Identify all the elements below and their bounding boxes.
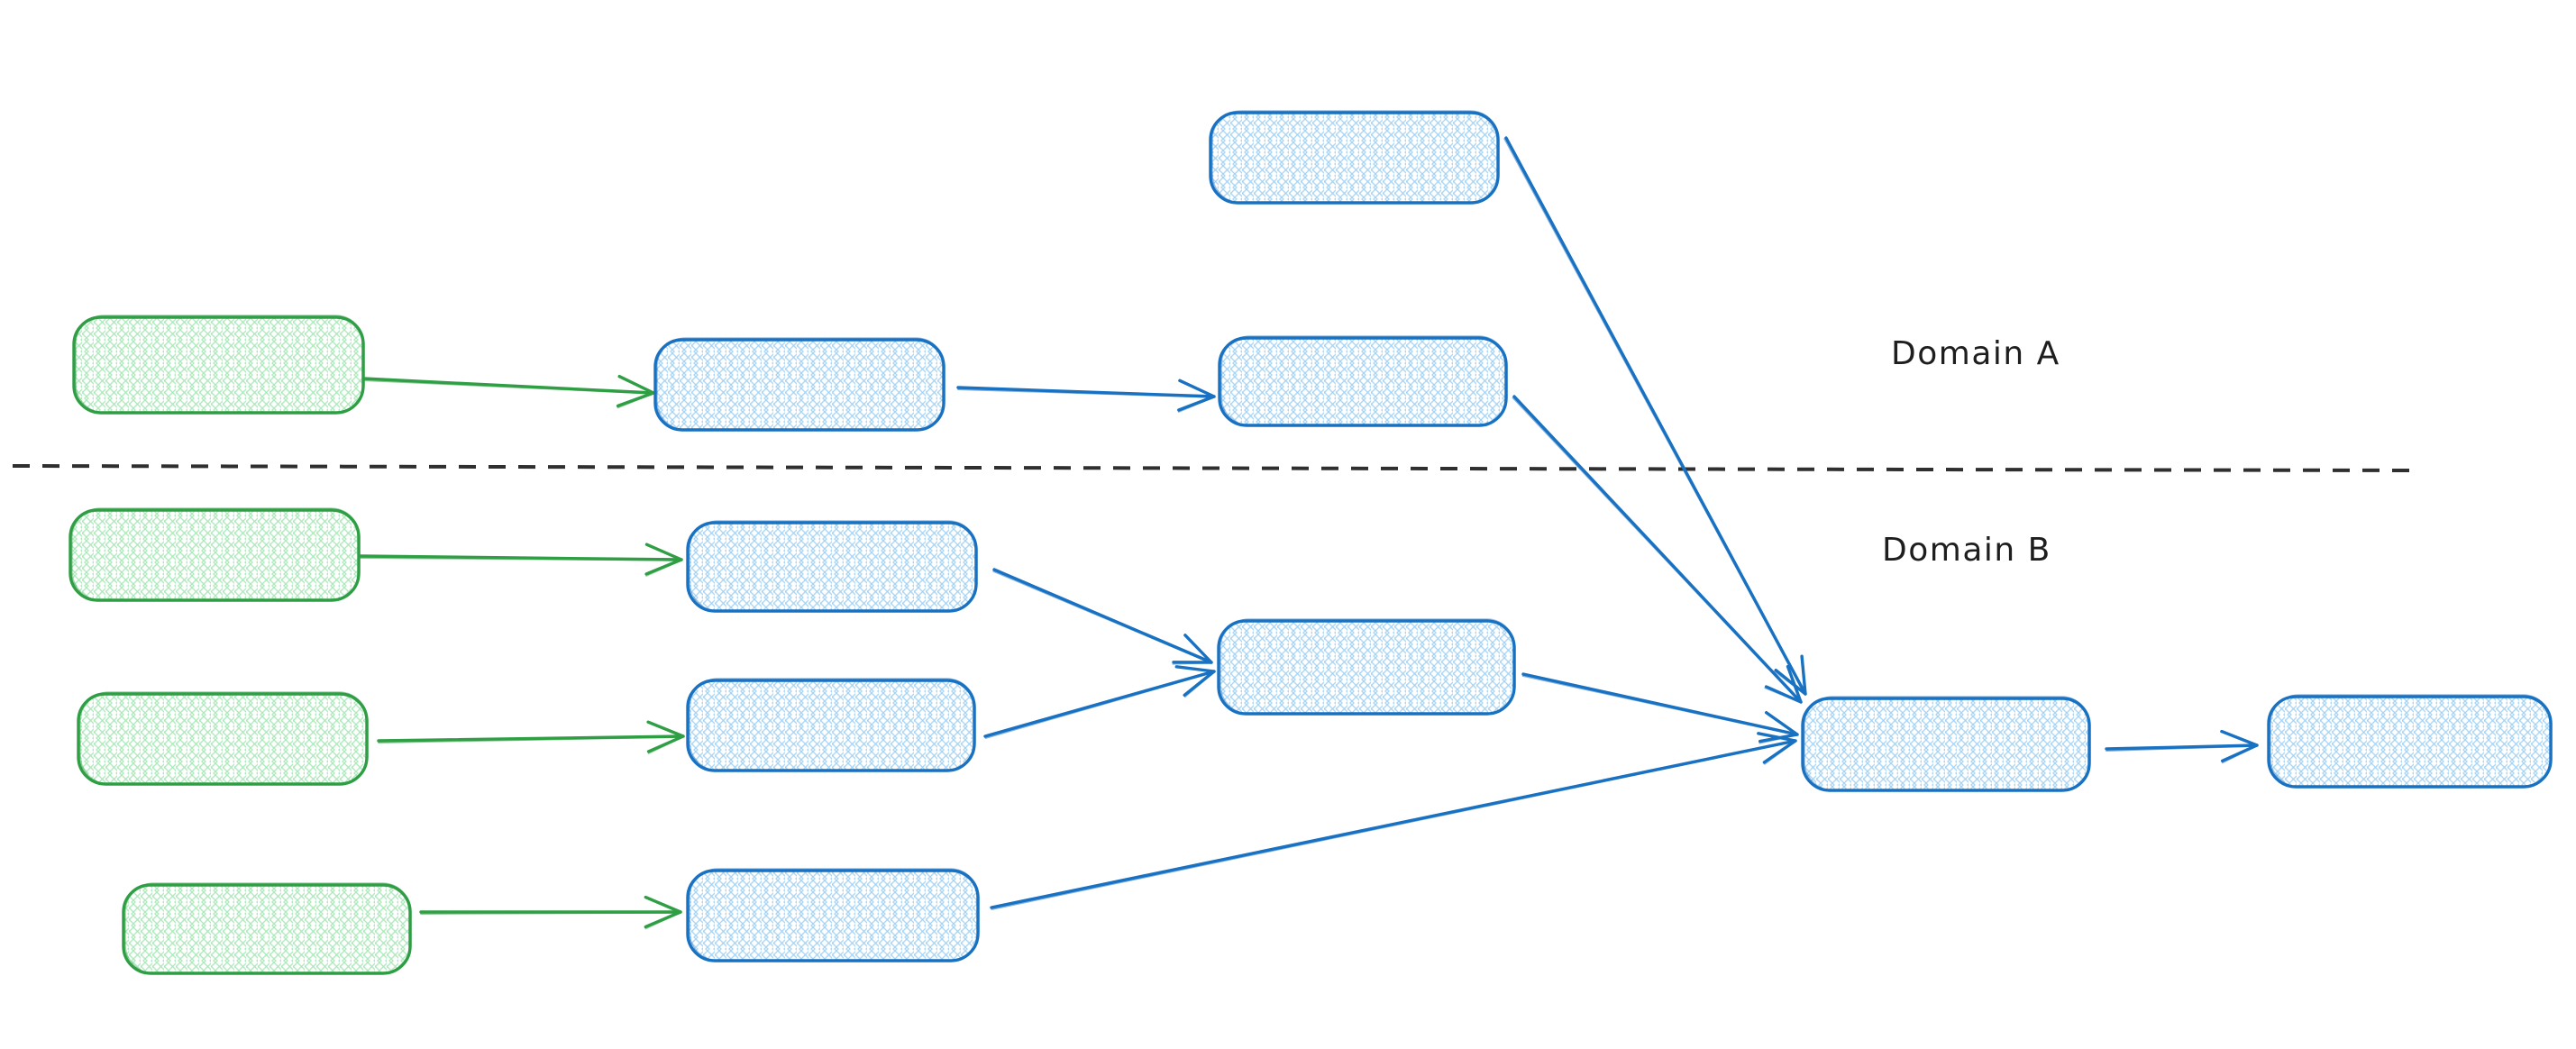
node-shape — [69, 508, 361, 602]
domain-divider-dashed-line — [12, 464, 2414, 472]
node-shape — [77, 692, 369, 786]
node-shape — [1209, 111, 1500, 205]
arrowhead-sketch — [1773, 670, 1806, 696]
edge-domain-b-step-3--aggregator — [990, 732, 1797, 910]
arrow-shaft — [2105, 743, 2259, 751]
node-domain-b-step-1 — [686, 520, 978, 613]
node-domain-b-source-1 — [69, 507, 361, 602]
edge-domain-b-source-3--domain-b-step-3 — [419, 895, 682, 930]
arrowhead-sketch — [1172, 661, 1212, 665]
node-shape — [1801, 697, 2091, 792]
arrowhead-sketch — [617, 392, 654, 409]
arrow-shaft — [956, 386, 1216, 398]
node-shape — [1218, 336, 1508, 427]
arrow-shaft-sketch — [360, 557, 682, 561]
node-shape-sketch — [689, 520, 978, 612]
arrowhead-sketch — [644, 911, 681, 930]
edge-domain-b-merge--aggregator — [1521, 672, 1799, 744]
node-shape — [2267, 695, 2553, 789]
node-domain-a-step-1 — [653, 337, 945, 432]
node-shape-sketch — [1804, 696, 2091, 791]
arrow-shaft — [983, 670, 1216, 738]
edge-domain-b-source-1--domain-b-step-1 — [359, 543, 683, 577]
edge-domain-a-step-2--aggregator — [1512, 395, 1803, 704]
node-domain-b-source-2 — [77, 691, 369, 786]
arrow-shaft-sketch — [957, 388, 1215, 398]
arrow-shaft — [1504, 136, 1807, 696]
node-aggregator — [1801, 696, 2091, 792]
arrowhead-sketch — [647, 735, 684, 754]
arrowhead-sketch — [2222, 744, 2258, 764]
arrow-shaft-sketch — [420, 911, 681, 915]
node-shape-sketch — [1211, 110, 1500, 204]
node-shape-sketch — [71, 507, 361, 601]
node-shape — [686, 869, 980, 962]
arrow-shaft — [1512, 395, 1803, 704]
arrow-shaft-sketch — [362, 379, 654, 395]
node-domain-b-step-3 — [686, 868, 980, 962]
arrow-shaft — [1521, 672, 1799, 736]
node-shape-sketch — [1220, 335, 1508, 426]
node-domain-b-step-2 — [686, 678, 976, 772]
arrow-shaft — [992, 568, 1213, 664]
node-shape-sketch — [124, 882, 412, 974]
arrowhead-sketch — [1177, 396, 1215, 413]
node-shape — [653, 338, 945, 432]
domain-b-label: Domain B — [1882, 532, 2051, 569]
arrow-shaft-sketch — [991, 740, 1797, 910]
node-shape-sketch — [689, 678, 976, 771]
node-shape-sketch — [2270, 694, 2553, 788]
arrow-shaft — [990, 739, 1797, 909]
edge-domain-b-step-1--domain-b-merge — [992, 568, 1213, 665]
edge-domain-a-source--domain-a-step-1 — [361, 375, 655, 409]
node-shape — [72, 315, 365, 415]
edge-external-input--aggregator — [1503, 136, 1807, 696]
arrow-shaft-sketch — [1503, 138, 1806, 696]
arrow-shaft-sketch — [2106, 744, 2258, 752]
node-domain-b-merge — [1217, 618, 1516, 716]
arrow-shaft-sketch — [1512, 397, 1802, 704]
edge-domain-b-step-2--domain-b-merge — [983, 665, 1216, 739]
node-shape-sketch — [689, 868, 980, 962]
arrowhead-sketch — [1184, 670, 1215, 698]
node-shape-sketch — [79, 691, 369, 785]
domain-a-label: Domain A — [1891, 335, 2060, 372]
node-external-input — [1209, 110, 1500, 205]
arrow-shaft-sketch — [992, 570, 1212, 664]
arrow-shaft-sketch — [378, 735, 684, 743]
arrowhead-sketch — [1758, 734, 1798, 744]
node-shape — [686, 521, 978, 613]
node-domain-a-step-2 — [1218, 335, 1508, 427]
node-domain-a-source — [72, 315, 365, 415]
arrow-shaft — [377, 734, 685, 743]
node-shape — [122, 883, 412, 975]
arrow-shaft — [359, 554, 683, 561]
arrow-shaft-sketch — [1521, 675, 1798, 736]
node-shape — [1217, 619, 1516, 716]
arrowhead-sketch — [1764, 740, 1796, 765]
node-domain-b-source-3 — [122, 882, 412, 975]
edge-domain-b-source-2--domain-b-step-2 — [377, 720, 685, 754]
edge-aggregator--output — [2105, 729, 2259, 764]
node-shape — [686, 679, 976, 772]
arrow-shaft-sketch — [984, 670, 1216, 739]
node-shape-sketch — [1219, 618, 1516, 715]
edge-domain-a-step-1--domain-a-step-2 — [956, 379, 1216, 413]
node-shape-sketch — [75, 315, 365, 414]
node-output — [2267, 694, 2553, 789]
node-shape-sketch — [656, 337, 945, 431]
arrowhead-sketch — [645, 559, 682, 577]
arrowhead-sketch — [1764, 687, 1802, 704]
arrow-shaft — [361, 377, 655, 395]
